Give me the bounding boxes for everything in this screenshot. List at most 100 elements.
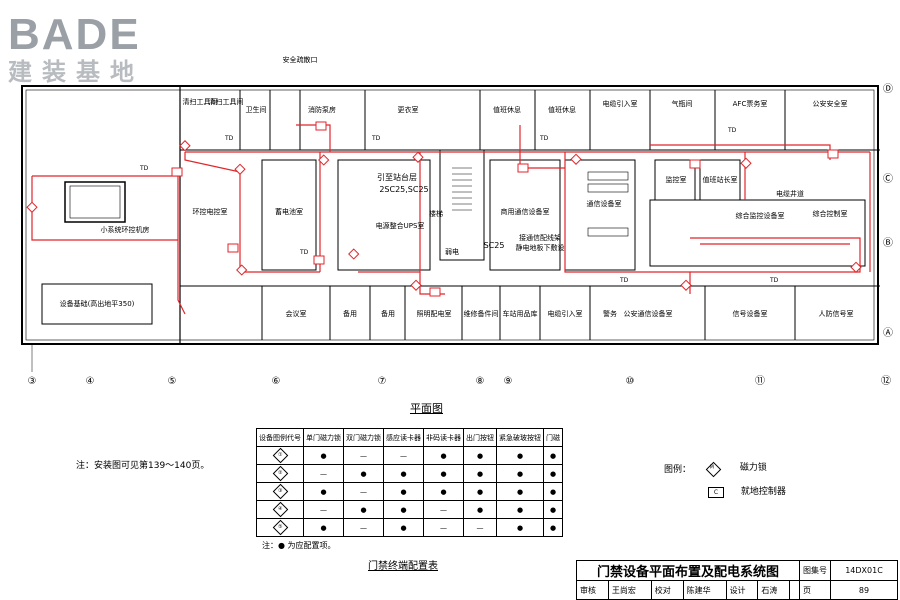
table-title: 门禁终端配置表 [368, 561, 438, 572]
room-cable-in2: 电缆引入室 [548, 309, 583, 318]
room-station-master: 值班站长室 [703, 175, 738, 184]
room-cable-well: 电缆井道 [776, 189, 804, 198]
room-duty-rest2: 值班休息 [548, 105, 576, 114]
axis-col-11: ⑪ [755, 375, 765, 387]
axis-col-5: ⑤ [168, 376, 177, 387]
axis-col-10: ⑩ [626, 376, 635, 387]
axis-row-a: Ⓐ [883, 327, 893, 339]
axis-col-3: ③ [28, 376, 37, 387]
outer-wall [21, 85, 879, 345]
col-header: 设备图例代号 [256, 428, 304, 447]
note-ups-cable: 引至站台层 [377, 172, 417, 182]
bottom-room-walls [261, 286, 796, 340]
svg-text:TD: TD [139, 165, 149, 172]
note-access-line2: 静电地板下敷设 [516, 243, 565, 252]
axis-col-12: ⑫ [881, 375, 891, 387]
table-row: ⑤ ● — ● — — ● ● [256, 518, 563, 537]
axis-columns: ③ ④ ⑤ ⑥ ⑦ ⑧ ⑨ ⑩ ⑪ ⑫ [28, 344, 891, 387]
lock-symbols [26, 140, 862, 291]
col-header: 紧急破玻按钮 [496, 428, 544, 447]
inner-wall [25, 89, 875, 341]
room-integrated-control: 综合控制室 [813, 209, 848, 218]
room-equip-base: 设备基础(高出地平350) [60, 299, 135, 308]
room-police2: 公安通信设备室 [624, 309, 673, 318]
title-block: 门禁设备平面布置及配电系统图 图集号 14DX01C 审核 王尚宏 校对 陈建华… [576, 560, 898, 600]
config-table: 设备图例代号 单门磁力锁 双门磁力锁 感应读卡器 非码读卡器 出门按钮 紧急破玻… [256, 428, 563, 537]
plan-title: 平面图 [410, 402, 443, 415]
room-police: 公安安全室 [813, 99, 848, 108]
legend-item-magnetic-lock: M 磁力锁 [705, 460, 767, 478]
axis-row-c: Ⓒ [883, 173, 893, 185]
room-weak: 弱电 [445, 247, 459, 256]
col-header: 出门按钮 [463, 428, 497, 447]
axis-col-4: ④ [86, 376, 95, 387]
room-toilet: 卫生间 [246, 105, 267, 114]
axis-row-b: Ⓑ [883, 237, 893, 249]
top-room-walls [239, 90, 786, 150]
col-header: 感应读卡器 [383, 428, 424, 447]
ac-unit [64, 181, 126, 223]
room-signal: 信号设备室 [733, 309, 768, 318]
room-ups: 电源整合UPS室 [376, 221, 425, 230]
bade-logo: BADE 建装基地 [8, 10, 198, 87]
table-row: ④ — ● ● — ● ● ● [256, 500, 563, 519]
room-station-office: 车站用品库 [503, 309, 538, 318]
table-row: ③ ● — ● ● ● ● ● [256, 482, 563, 501]
axis-col-6: ⑥ [272, 376, 281, 387]
room-comm-dev: 商用通信设备室 [501, 207, 550, 216]
logo-sub-text: 建装基地 [8, 58, 144, 86]
room-cleaning: 清扫工具间 [183, 97, 218, 106]
lock-code-icon: ③ [272, 483, 288, 500]
stair-hatch [452, 167, 472, 211]
controller-symbols [171, 121, 839, 297]
logo-main-text: BADE [8, 10, 141, 59]
svg-text:TD: TD [371, 135, 381, 142]
note-sc25: SC25 [484, 241, 505, 250]
room-dispatch: 警务 [603, 309, 617, 318]
td-labels: TD TD TD TD TD TD TD TD [139, 127, 779, 284]
room-cctv: 监控室 [666, 175, 687, 184]
magnetic-lock-icon: M [705, 461, 722, 478]
note-access-line: 接通信配线架 [519, 233, 561, 242]
room-lighting: 照明配电室 [417, 309, 452, 318]
room-afc: AFC票务室 [733, 99, 768, 108]
col-header: 单门磁力锁 [303, 428, 344, 447]
comm-rack-3 [587, 227, 629, 237]
room-safety-exit: 安全疏散口 [283, 55, 318, 64]
room-cleaning2: 清扫工具间 [209, 97, 244, 106]
axis-rows: Ⓓ Ⓒ Ⓑ Ⓐ [883, 83, 893, 339]
dot-note: 注：● 为应配置项。 [262, 541, 336, 550]
legend-title: 图例： [664, 465, 692, 475]
room-power-in: 电缆引入室 [603, 99, 638, 108]
room-spare1: 备用 [343, 309, 357, 318]
atlas-label: 图集号 [799, 560, 831, 581]
access-wiring [31, 124, 871, 315]
room-env-ctrl: 环控电控室 [193, 207, 228, 216]
lock-code-icon: ① [272, 447, 288, 464]
col-header: 门磁 [543, 428, 563, 447]
axis-row-d: Ⓓ [883, 83, 893, 95]
room-changing: 更衣室 [398, 105, 419, 114]
axis-col-8: ⑧ [476, 376, 485, 387]
floor-plan: 安全疏散口 清扫工具间 清扫工具间 卫生间 消防泵房 更衣室 值班休息 值班休息… [21, 55, 893, 387]
atlas-number: 14DX01C [830, 560, 898, 581]
axis-col-9: ⑨ [504, 376, 513, 387]
svg-text:TD: TD [299, 249, 309, 256]
axis-col-7: ⑦ [378, 376, 387, 387]
room-battery: 蓄电池室 [275, 207, 303, 216]
svg-text:TD: TD [619, 277, 629, 284]
lock-code-icon: ⑤ [272, 519, 288, 536]
room-labels: 安全疏散口 清扫工具间 清扫工具间 卫生间 消防泵房 更衣室 值班休息 值班休息… [60, 55, 854, 318]
room-firepump: 消防泵房 [308, 105, 336, 114]
room-stair: 楼梯 [429, 209, 443, 218]
install-note: 注：安装图可见第139～140页。 [76, 461, 210, 471]
ac-unit-inner [69, 185, 121, 219]
comm-rack-2 [587, 183, 629, 193]
lock-code-icon: ② [272, 465, 288, 482]
svg-text:TD: TD [539, 135, 549, 142]
note-ups-cable2: 2SC25,SC25 [379, 185, 428, 194]
svg-text:TD: TD [769, 277, 779, 284]
room-gas: 气瓶间 [672, 99, 693, 108]
room-comm-dev2: 通信设备室 [587, 199, 622, 208]
